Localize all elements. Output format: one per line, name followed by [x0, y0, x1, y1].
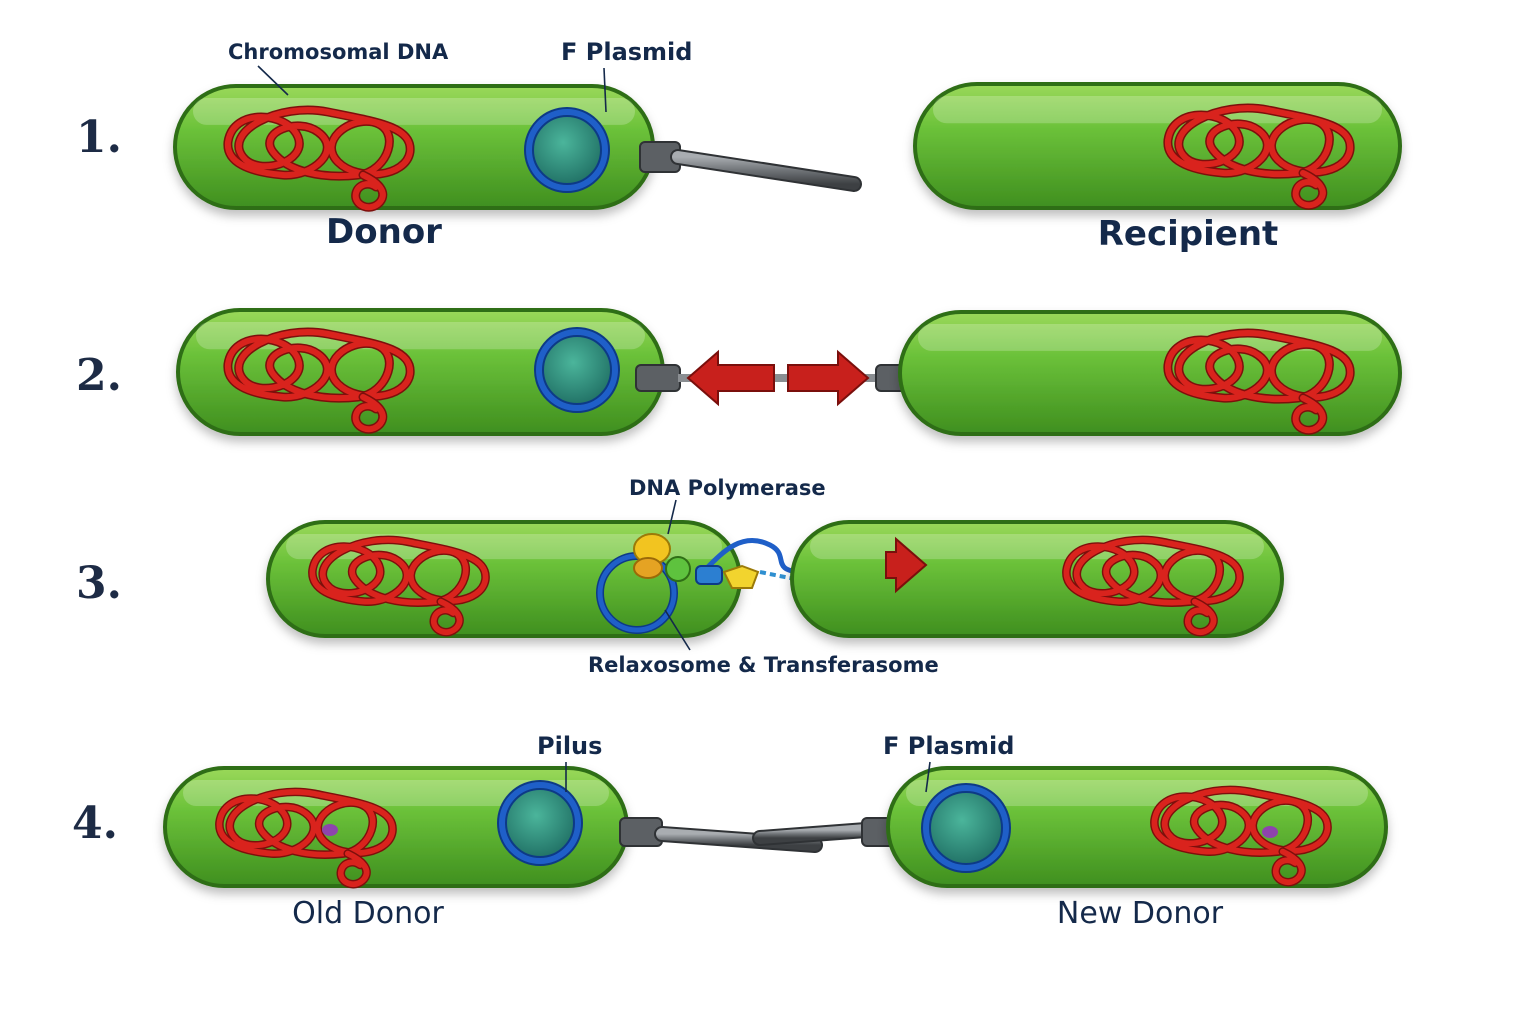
polymerase-subunit-2	[633, 557, 663, 579]
f-plasmid-callout-step1: F Plasmid	[561, 38, 693, 66]
recipient-cell-step3	[790, 520, 1284, 638]
new-donor-cell-highlight	[906, 780, 1368, 806]
coupling-protein	[722, 564, 760, 589]
pilus-icon-right-step4	[752, 822, 874, 846]
plasmid-icon-donor-step2	[534, 327, 620, 413]
plasmid-icon-new-donor	[921, 783, 1011, 873]
chromosome-icon-old-donor	[215, 787, 397, 889]
transferasome-subunit	[695, 565, 723, 585]
retraction-arrow-icon-left-step2	[686, 349, 775, 407]
chromosome-icon-donor-step1	[223, 105, 415, 212]
transfer-arrow-icon-step3	[885, 536, 928, 594]
recipient-cell-step1-highlight	[933, 96, 1382, 124]
donor-label: Donor	[326, 212, 442, 252]
relaxosome-leader	[664, 609, 691, 651]
dna-polymerase-callout: DNA Polymerase	[629, 476, 826, 500]
donor-cell-step2	[176, 308, 665, 436]
chromosome-icon-recipient-step1	[1163, 103, 1355, 210]
chromosome-icon-recipient-step3	[1062, 535, 1244, 637]
retraction-arrow-icon-right-step2	[787, 349, 870, 407]
relaxosome-transferasome-callout: Relaxosome & Transferasome	[588, 653, 939, 677]
old-donor-cell-highlight	[183, 780, 609, 806]
step-number-4: 4.	[72, 798, 118, 849]
chromosome-icon-new-donor	[1150, 785, 1332, 887]
chromosomal-dna-leader	[257, 65, 289, 96]
marker-old-donor	[322, 824, 338, 836]
dna-polymerase-leader	[667, 499, 677, 535]
plasmid-icon-old-donor	[497, 780, 583, 866]
old-donor-label: Old Donor	[292, 896, 444, 931]
chromosome-icon-recipient-step2	[1163, 328, 1355, 435]
pilus-callout: Pilus	[537, 732, 603, 760]
recipient-label: Recipient	[1097, 214, 1279, 254]
recipient-cell-step3-body	[790, 520, 1284, 638]
chromosomal-dna-callout: Chromosomal DNA	[228, 40, 449, 64]
f-plasmid-leader-step1	[603, 67, 607, 113]
step-number-1: 1.	[76, 112, 122, 163]
step-number-2: 2.	[76, 350, 122, 401]
step-number-3: 3.	[76, 558, 122, 609]
marker-new-donor	[1262, 826, 1278, 838]
new-donor-label: New Donor	[1056, 896, 1224, 931]
pilus-icon-step1	[670, 149, 862, 192]
f-plasmid-callout-step4: F Plasmid	[883, 732, 1015, 760]
chromosome-icon-donor-step2	[223, 327, 415, 434]
plasmid-icon-donor-step1	[524, 107, 610, 193]
chromosome-icon-donor-step3	[308, 535, 490, 637]
enzyme-complex-icon	[633, 533, 760, 589]
relaxosome-subunit	[665, 556, 691, 582]
donor-cell-step1-highlight	[193, 98, 635, 125]
f-plasmid-leader-step4	[925, 761, 931, 793]
pilus-base-left-step2	[635, 364, 681, 392]
